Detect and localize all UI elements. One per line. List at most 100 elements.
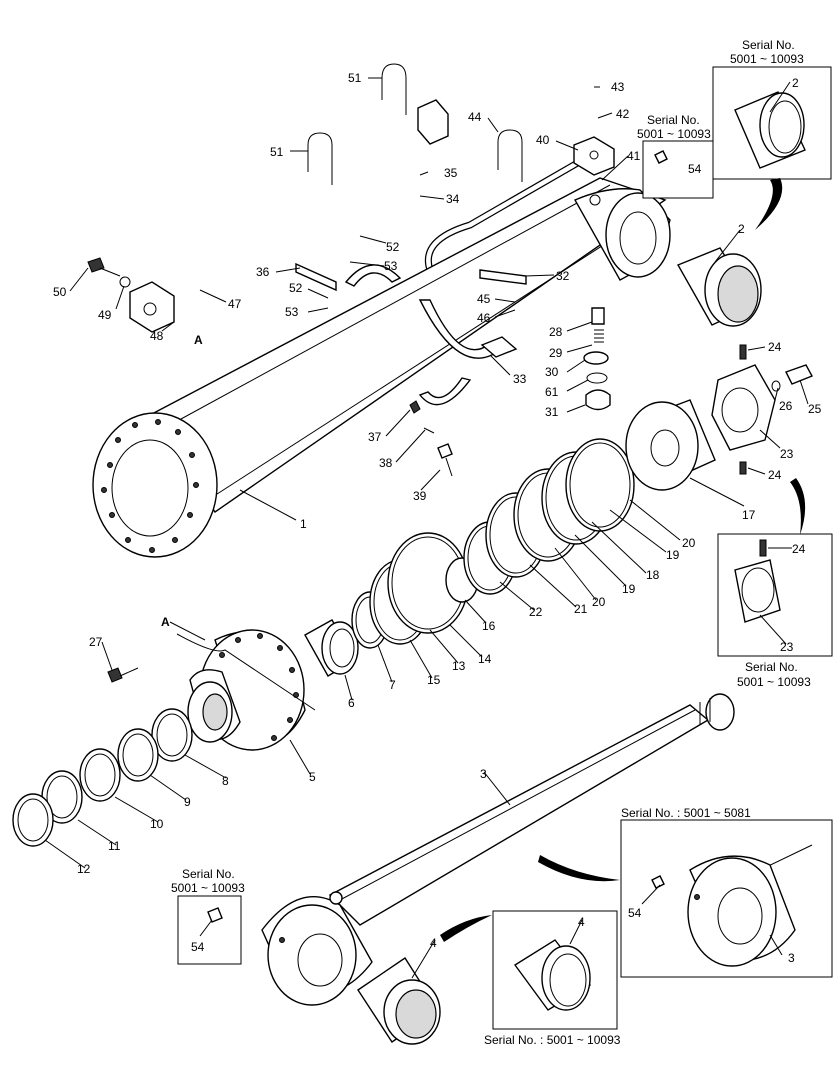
- callout-24: 24: [768, 340, 782, 354]
- pointer-swoosh-marks: [440, 178, 806, 942]
- callout-8: 8: [222, 774, 229, 788]
- callout-49: 49: [98, 308, 112, 322]
- piston-17: [625, 399, 716, 491]
- callout-4: 4: [578, 915, 585, 929]
- callout-42: 42: [616, 107, 630, 121]
- callout-35: 35: [444, 166, 458, 180]
- cylinder-tube-1: [92, 177, 671, 558]
- serial-note-bushing-2-range: 5001 ~ 10093: [730, 52, 804, 66]
- serial-note-rod-head: Serial No. : 5001 ~ 5081: [621, 806, 751, 820]
- callout-24: 24: [768, 468, 782, 482]
- callout-33: 33: [513, 372, 527, 386]
- callout-23: 23: [780, 640, 794, 654]
- callout-20: 20: [682, 536, 696, 550]
- clamp-36: [295, 262, 402, 292]
- callout-13: 13: [452, 659, 466, 673]
- rings-7-13-14-15: [351, 532, 469, 649]
- callout-2: 2: [792, 76, 799, 90]
- callout-22: 22: [529, 605, 543, 619]
- piston-rod-3: [261, 693, 735, 1006]
- serial-note-nut-range: 5001 ~ 10093: [737, 675, 811, 689]
- callout-19: 19: [666, 548, 680, 562]
- u-bolt-44: [497, 129, 523, 182]
- serial-note-bushing-2: Serial No.: [742, 38, 795, 52]
- callout-2: 2: [738, 222, 745, 236]
- callout-40: 40: [536, 133, 550, 147]
- callout-17: 17: [742, 508, 756, 522]
- callout-37: 37: [368, 430, 382, 444]
- callout-38: 38: [379, 456, 393, 470]
- callout-46: 46: [477, 311, 491, 325]
- callout-6: 6: [348, 696, 355, 710]
- callout-20: 20: [592, 595, 606, 609]
- callout-31: 31: [545, 405, 559, 419]
- inset-grease-54-left: [177, 895, 242, 965]
- callout-19: 19: [622, 582, 636, 596]
- callout-43: 43: [611, 80, 625, 94]
- callout-21: 21: [574, 602, 588, 616]
- callout-52: 52: [289, 281, 303, 295]
- callout-54: 54: [688, 162, 702, 176]
- inset-bushing-4: [492, 910, 618, 1030]
- u-bolt-51-upper: [381, 63, 407, 115]
- clamp-33: [418, 299, 518, 359]
- callout-3: 3: [480, 767, 487, 781]
- clamp-lower-half: [418, 377, 472, 406]
- pin-25-26: [771, 364, 813, 392]
- callout-23: 23: [780, 447, 794, 461]
- callout-16: 16: [482, 619, 496, 633]
- bolt-50: [87, 257, 131, 288]
- callout-45: 45: [477, 292, 491, 306]
- callout-54: 54: [191, 940, 205, 954]
- bushing-4-rod: [357, 957, 441, 1045]
- callout-A: A: [161, 615, 170, 629]
- callout-4: 4: [430, 936, 437, 950]
- callout-5: 5: [309, 770, 316, 784]
- serial-note-grease: Serial No.: [647, 113, 700, 127]
- callout-51: 51: [270, 145, 284, 159]
- callout-47: 47: [228, 297, 242, 311]
- bushing-6: [304, 619, 359, 677]
- rod-seals-8-12: [12, 708, 193, 847]
- inset-grease-54: [642, 140, 714, 199]
- callout-1: 1: [300, 517, 307, 531]
- callout-24: 24: [792, 542, 806, 556]
- callout-48: 48: [150, 329, 164, 343]
- callout-12: 12: [77, 862, 91, 876]
- callout-53: 53: [384, 259, 398, 273]
- callout-34: 34: [446, 192, 460, 206]
- callout-32: 32: [556, 269, 570, 283]
- serial-note-nut: Serial No.: [745, 660, 798, 674]
- callout-7: 7: [389, 678, 396, 692]
- serial-note-grease-range: 5001 ~ 10093: [637, 127, 711, 141]
- callout-26: 26: [779, 399, 793, 413]
- serial-note-bushing-4: Serial No. : 5001 ~ 10093: [484, 1033, 621, 1047]
- callout-9: 9: [184, 795, 191, 809]
- callout-54: 54: [628, 906, 642, 920]
- callout-41: 41: [627, 149, 641, 163]
- cylinder-head-5: [187, 629, 306, 751]
- callout-52: 52: [386, 240, 400, 254]
- callout-61: 61: [545, 385, 559, 399]
- callout-28: 28: [549, 325, 563, 339]
- inset-nut-23: [717, 533, 833, 657]
- callout-15: 15: [427, 673, 441, 687]
- check-valve-28-31: [583, 307, 611, 411]
- callout-39: 39: [413, 489, 427, 503]
- bolts-38-39: [409, 400, 453, 477]
- bolt-27: [107, 667, 139, 683]
- inset-bushing-2: [712, 66, 832, 180]
- u-bolt-51-lower: [307, 132, 333, 185]
- tube-47: [148, 110, 432, 302]
- piston-rings-16-22: [445, 438, 635, 603]
- callout-53: 53: [285, 305, 299, 319]
- callout-18: 18: [646, 568, 660, 582]
- serial-note-left-grease-range: 5001 ~ 10093: [171, 881, 245, 895]
- serial-notes: Serial No. 5001 ~ 10093 Serial No. 5001 …: [171, 38, 811, 1047]
- callout-A: A: [194, 333, 203, 347]
- inset-rod-head-3: [620, 819, 833, 978]
- callout-25: 25: [808, 402, 822, 416]
- callout-50: 50: [53, 285, 67, 299]
- callout-14: 14: [478, 652, 492, 666]
